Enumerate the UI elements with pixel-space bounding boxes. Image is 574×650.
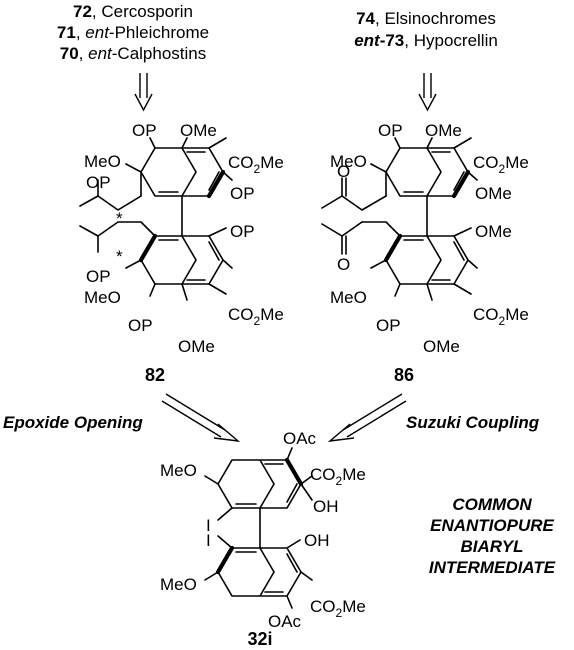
caption-line-3: BIARYL [461,537,524,556]
source-list-right: 74, Elsinochromes ent-73, Hypocrellin [354,9,498,50]
atom-ome-bottom: OMe [178,337,215,356]
atom-co2me-top: CO2Me [473,153,529,176]
atom-co2me-top: CO2Me [310,465,366,488]
atom-op-top: OP [378,121,403,140]
source-phleichrome: 71, ent-Phleichrome [57,23,209,42]
retro-arrow-suzuki-coupling [327,393,407,442]
source-elsinochromes: 74, Elsinochromes [356,9,496,28]
atom-meo-bottom: MeO [160,575,197,594]
atom-ome-top: OMe [425,121,462,140]
atom-meo-bottom: MeO [330,288,367,307]
atom-op-right-bottom: OP [230,222,255,241]
atom-oh-bottom: OH [304,531,330,550]
compound-label-82: 82 [145,365,165,385]
retro-arrow-right [418,73,437,112]
common-intermediate-caption: COMMON ENANTIOPURE BIARYL INTERMEDIATE [429,495,556,577]
atom-op-right-top: OP [230,184,255,203]
label-epoxide-opening: Epoxide Opening [3,413,143,432]
atom-ome-top: OMe [180,121,217,140]
atom-oxo-top: O [337,162,350,181]
atom-ome-right-top: OMe [475,184,512,203]
atom-oac-top: OAc [283,429,317,448]
atom-oxo-bottom: O [337,255,350,274]
atom-co2me-bottom: CO2Me [310,597,366,620]
source-calphostins: 70, ent-Calphostins [60,44,207,63]
atom-co2me-bottom: CO2Me [473,305,529,328]
atom-op-chain-top: OP [86,173,111,192]
atom-co2me-top: CO2Me [228,153,284,176]
retro-arrow-left [134,73,153,112]
atom-meo-top: MeO [84,152,121,171]
caption-line-4: INTERMEDIATE [429,558,556,577]
caption-line-1: COMMON [452,495,532,514]
source-hypocrellin: ent-73, Hypocrellin [354,31,498,50]
atom-op-bottom: OP [376,316,401,335]
source-list-left: 72, Cercosporin 71, ent-Phleichrome 70, … [57,2,209,63]
label-suzuki-coupling: Suzuki Coupling [406,413,540,432]
retro-arrow-epoxide-opening [161,393,241,442]
caption-line-2: ENANTIOPURE [430,516,554,535]
structure-86: OP OMe CO2Me OMe MeO O OMe O MeO CO2Me O… [321,121,529,356]
structure-32i: OAc CO2Me OH MeO I OH I MeO CO2Me OAc [160,429,366,631]
atom-oh-top: OH [313,497,339,516]
atom-op-chain-bottom: OP [86,267,111,286]
atom-meo-top: MeO [160,461,197,480]
atom-iodo-top: I [206,516,211,535]
atom-ome-right-bottom: OMe [475,222,512,241]
atom-co2me-bottom: CO2Me [228,305,284,328]
atom-ome-bottom: OMe [423,337,460,356]
atom-oac-bottom: OAc [268,612,302,631]
atom-meo-top: MeO [330,152,367,171]
source-cercosporin: 72, Cercosporin [73,2,193,21]
structure-82: OP OMe CO2Me OP MeO OP * OP * OP MeO CO2… [79,121,284,356]
atom-meo-bottom: MeO [84,288,121,307]
stereocenter-star-bottom: * [116,247,123,266]
atom-op-bottom: OP [128,316,153,335]
compound-label-32i: 32i [247,629,272,649]
compound-label-86: 86 [394,365,414,385]
atom-iodo-bottom: I [206,531,211,550]
atom-op-top: OP [132,121,157,140]
stereocenter-star-top: * [116,209,123,228]
